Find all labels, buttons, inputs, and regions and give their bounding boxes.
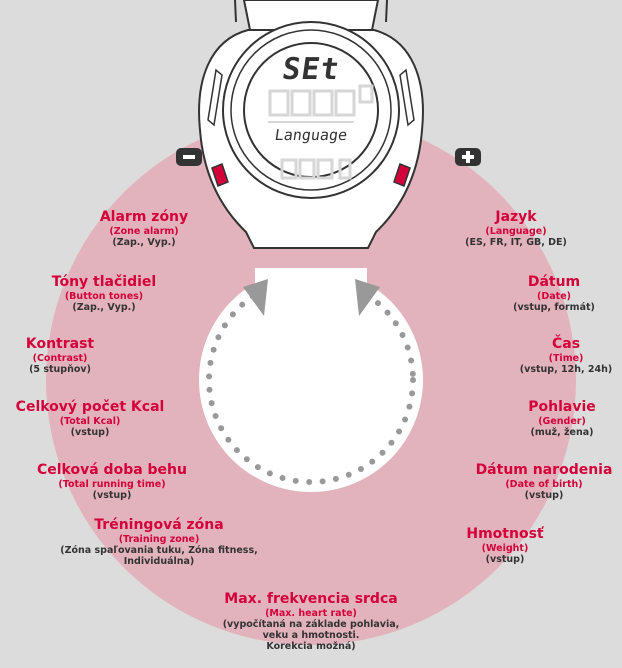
item-options-line2: Individuálna) xyxy=(123,555,195,567)
item-options: (Zap., Vyp.) xyxy=(112,236,176,248)
item-subtitle: (Training zone) xyxy=(118,533,200,545)
item-options: (Zap., Vyp.) xyxy=(72,301,136,313)
item-subtitle: (Max. heart rate) xyxy=(265,607,357,619)
menu-item-weight[interactable]: Hmotnosť (Weight) (vstup) xyxy=(440,526,570,565)
item-title: Celkový počet Kcal xyxy=(15,399,165,415)
plus-button[interactable] xyxy=(455,148,481,166)
item-options: (muž, žena) xyxy=(530,426,594,438)
item-title: Kontrast xyxy=(25,336,95,352)
item-title: Čas xyxy=(551,336,581,352)
item-subtitle: (Button tones) xyxy=(64,290,144,302)
menu-item-total-running-time[interactable]: Celková doba behu (Total running time) (… xyxy=(12,462,212,501)
item-options: (vypočítaná na základe pohlavia, xyxy=(222,618,400,630)
watch-display-line1: SEt xyxy=(279,52,343,87)
menu-item-date[interactable]: Dátum (Date) (vstup, formát) xyxy=(484,274,622,313)
watch-icon xyxy=(198,0,424,249)
item-subtitle: (Total running time) xyxy=(58,478,166,490)
item-title: Tóny tlačidiel xyxy=(51,274,157,290)
minus-icon xyxy=(183,155,195,159)
item-options: (Zóna spaľovania tuku, Zóna fitness, xyxy=(60,544,258,556)
ring-center xyxy=(199,268,423,492)
menu-item-training-zone[interactable]: Tréningová zóna (Training zone) (Zóna sp… xyxy=(54,517,264,567)
item-title: Hmotnosť xyxy=(466,526,544,542)
item-subtitle: (Gender) xyxy=(538,415,586,427)
item-title: Dátum narodenia xyxy=(475,462,613,478)
item-title: Celková doba behu xyxy=(36,462,187,478)
item-options-line2: veku a hmotnosti. xyxy=(262,629,360,641)
item-options: (5 stupňov) xyxy=(29,363,91,375)
left-arrow-icon xyxy=(243,279,268,316)
menu-item-language[interactable]: Jazyk (Language) (ES, FR, IT, GB, DE) xyxy=(446,209,586,248)
item-options: (vstup) xyxy=(70,426,110,438)
menu-item-contrast[interactable]: Kontrast (Contrast) (5 stupňov) xyxy=(0,336,140,375)
item-options: (ES, FR, IT, GB, DE) xyxy=(465,236,567,248)
item-title: Tréningová zóna xyxy=(94,517,224,533)
menu-item-max-heart-rate[interactable]: Max. frekvencia srdca (Max. heart rate) … xyxy=(211,591,411,652)
item-title: Pohlavie xyxy=(528,399,596,415)
item-subtitle: (Zone alarm) xyxy=(109,225,179,237)
item-options-line3: Korekcia možná) xyxy=(266,641,356,653)
item-subtitle: (Language) xyxy=(485,225,547,237)
item-options: (vstup, formát) xyxy=(513,301,595,313)
item-subtitle: (Time) xyxy=(548,352,584,364)
minus-button[interactable] xyxy=(176,148,202,166)
menu-item-total-kcal[interactable]: Celkový počet Kcal (Total Kcal) (vstup) xyxy=(2,399,178,438)
right-arrow-icon xyxy=(355,279,380,316)
item-subtitle: (Weight) xyxy=(481,542,529,554)
menu-item-time[interactable]: Čas (Time) (vstup, 12h, 24h) xyxy=(510,336,622,375)
item-subtitle: (Date of birth) xyxy=(505,478,583,490)
item-options: (vstup) xyxy=(92,489,132,501)
menu-item-zone-alarm[interactable]: Alarm zóny (Zone alarm) (Zap., Vyp.) xyxy=(44,209,244,248)
item-subtitle: (Date) xyxy=(537,290,571,302)
item-subtitle: (Contrast) xyxy=(32,352,88,364)
item-options: (vstup, 12h, 24h) xyxy=(519,363,613,375)
menu-item-date-of-birth[interactable]: Dátum narodenia (Date of birth) (vstup) xyxy=(466,462,622,501)
watch-display-line2: Language xyxy=(273,126,349,144)
item-options: (vstup) xyxy=(524,489,564,501)
item-title: Max. frekvencia srdca xyxy=(224,591,398,607)
menu-item-gender[interactable]: Pohlavie (Gender) (muž, žena) xyxy=(502,399,622,438)
dotted-cycle-circle xyxy=(206,275,416,485)
item-options: (vstup) xyxy=(485,553,525,565)
item-title: Alarm zóny xyxy=(99,209,189,225)
item-title: Dátum xyxy=(527,274,581,290)
item-title: Jazyk xyxy=(495,209,537,225)
item-subtitle: (Total Kcal) xyxy=(59,415,121,427)
menu-item-button-tones[interactable]: Tóny tlačidiel (Button tones) (Zap., Vyp… xyxy=(4,274,204,313)
